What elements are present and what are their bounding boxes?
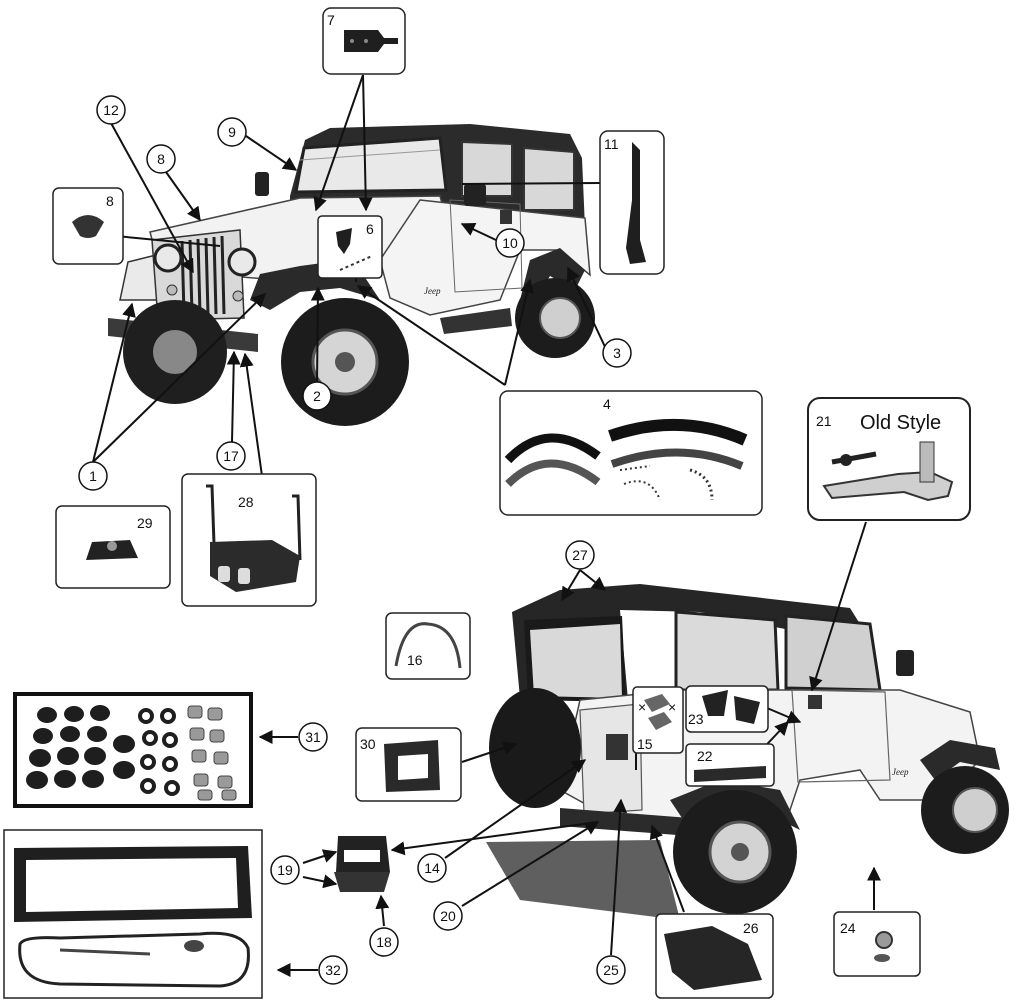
svg-text:3: 3 xyxy=(613,345,621,361)
callout-12: 12 xyxy=(96,95,126,125)
gas-cap-icon xyxy=(875,931,893,949)
svg-text:32: 32 xyxy=(325,962,341,978)
callout-27: 27 xyxy=(565,540,595,570)
svg-text:20: 20 xyxy=(440,908,456,924)
svg-text:12: 12 xyxy=(103,102,119,118)
part-box-16: 16 xyxy=(385,612,471,680)
callout-14: 14 xyxy=(417,853,447,883)
callout-18: 18 xyxy=(369,927,399,957)
leader-lines xyxy=(92,74,881,977)
svg-text:8: 8 xyxy=(157,151,165,167)
part-box-26-label: 26 xyxy=(743,920,759,936)
fender-flare-front-icon xyxy=(504,433,601,464)
part-box-32 xyxy=(3,829,263,999)
jeep-badge-rear: Jeep xyxy=(892,767,909,777)
jeep-badge-front: Jeep xyxy=(424,286,441,296)
svg-text:9: 9 xyxy=(228,124,236,140)
svg-text:10: 10 xyxy=(502,235,518,251)
callout-20: 20 xyxy=(433,901,463,931)
callout-8: 8 xyxy=(146,144,176,174)
svg-text:27: 27 xyxy=(572,547,588,563)
part-box-11: 11 xyxy=(599,130,665,275)
svg-text:25: 25 xyxy=(603,962,619,978)
part-box-24: 24 xyxy=(833,911,921,977)
callouts: 12 9 8 10 3 2 17 1 27 31 14 19 20 18 25 … xyxy=(78,95,632,985)
callout-25: 25 xyxy=(596,955,626,985)
part-box-29-label: 29 xyxy=(137,515,153,531)
svg-text:2: 2 xyxy=(313,388,321,404)
fender-flare-rear-icon xyxy=(608,419,748,446)
part-box-30-label: 30 xyxy=(360,736,376,752)
part-box-23: 23 xyxy=(685,685,769,733)
part-box-15: 15 × × xyxy=(632,686,684,754)
part-box-22: 22 xyxy=(685,743,775,787)
door-hinge-icon xyxy=(344,30,398,52)
svg-text:×: × xyxy=(638,699,646,715)
svg-text:×: × xyxy=(668,699,676,715)
part-box-4-label: 4 xyxy=(603,396,611,412)
svg-text:17: 17 xyxy=(223,448,239,464)
part-box-26: 26 xyxy=(655,913,774,999)
svg-text:18: 18 xyxy=(376,934,392,950)
part-box-11-label: 11 xyxy=(604,136,619,152)
part-box-6-label: 6 xyxy=(366,221,374,237)
callout-3: 3 xyxy=(602,338,632,368)
old-style-caption: Old Style xyxy=(860,412,941,434)
door-check-icon xyxy=(702,690,728,716)
bushing-kit-icon xyxy=(26,705,135,789)
part-box-15-label: 15 xyxy=(637,736,653,752)
svg-text:1: 1 xyxy=(89,468,97,484)
tailgate-hinge-icon xyxy=(644,694,670,712)
door-strap-icon xyxy=(694,766,766,782)
part-box-21: 21 Old Style xyxy=(807,397,971,521)
part-box-31 xyxy=(13,692,253,808)
part-box-22-label: 22 xyxy=(697,748,713,764)
svg-text:19: 19 xyxy=(277,862,293,878)
svg-text:14: 14 xyxy=(424,860,440,876)
windshield-seal-icon xyxy=(18,931,250,988)
antenna-icon xyxy=(626,142,646,264)
svg-text:31: 31 xyxy=(305,729,321,745)
callout-31: 31 xyxy=(298,722,328,752)
callout-2: 2 xyxy=(302,381,332,411)
bumperette-bracket xyxy=(334,836,390,892)
callout-9: 9 xyxy=(217,117,247,147)
part-box-28-label: 28 xyxy=(238,494,254,510)
part-box-24-label: 24 xyxy=(840,920,856,936)
part-box-30: 30 xyxy=(355,727,462,802)
callout-19: 19 xyxy=(270,855,300,885)
battery-tray-icon xyxy=(210,540,300,592)
callout-32: 32 xyxy=(318,955,348,985)
part-box-6: 6 xyxy=(317,215,383,279)
part-box-29: 29 xyxy=(55,505,171,589)
callout-10: 10 xyxy=(495,228,525,258)
tailgate-cable-icon xyxy=(394,622,462,669)
hood-bumper-icon xyxy=(72,215,104,238)
part-box-21-label: 21 xyxy=(816,413,832,429)
part-box-28: 28 xyxy=(181,473,317,607)
part-box-4: 4 xyxy=(499,390,763,516)
part-box-23-label: 23 xyxy=(688,711,704,727)
part-box-16-label: 16 xyxy=(407,652,423,668)
hood-catch-icon xyxy=(336,228,352,254)
part-box-8: 8 xyxy=(52,187,124,265)
floor-pan-icon xyxy=(664,926,762,990)
part-box-7-label: 7 xyxy=(327,12,335,28)
callout-17: 17 xyxy=(216,441,246,471)
part-box-7: 7 xyxy=(322,7,406,75)
part-box-8-label: 8 xyxy=(106,193,114,209)
callout-1: 1 xyxy=(78,461,108,491)
